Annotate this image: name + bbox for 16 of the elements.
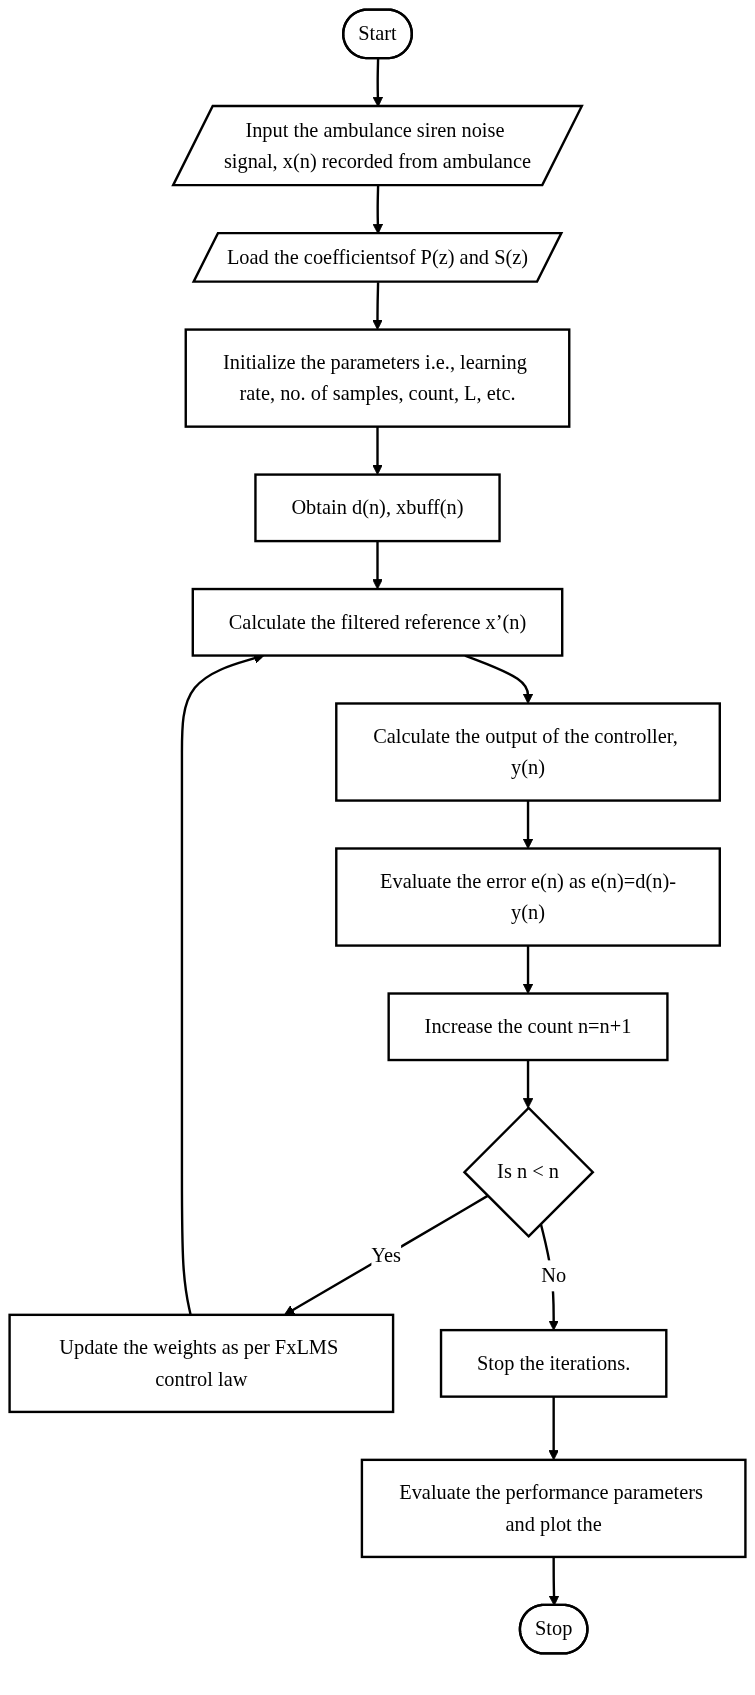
arrow (522, 945, 534, 994)
node-box: Stop the iterations. (439, 1328, 668, 1398)
arrow (522, 800, 534, 849)
node-box: Increase the count n=n+1 (387, 992, 669, 1062)
node-box: Calculate the filtered reference x’(n) (191, 587, 564, 657)
node-box: Evaluate the performance parameters and plot the (360, 1458, 747, 1559)
node-box: Calculate the output of the controller, y(n) (335, 702, 721, 802)
node-box: Initialize the parameters i.e., learning rate, no. of samples, count, L, etc. (184, 328, 571, 428)
edge-label: Yes (371, 1243, 401, 1267)
arrow (522, 1060, 534, 1109)
node-box: Evaluate the error e(n) as e(n)=d(n)-y(n) (335, 847, 721, 947)
edge-label: No (541, 1263, 567, 1287)
node-box: Obtain d(n), xbuff(n) (254, 473, 501, 543)
node-box: Update the weights as per FxLMS control law (8, 1313, 395, 1414)
arrow (372, 541, 383, 590)
node-diamond: Is n < n (462, 1106, 595, 1239)
